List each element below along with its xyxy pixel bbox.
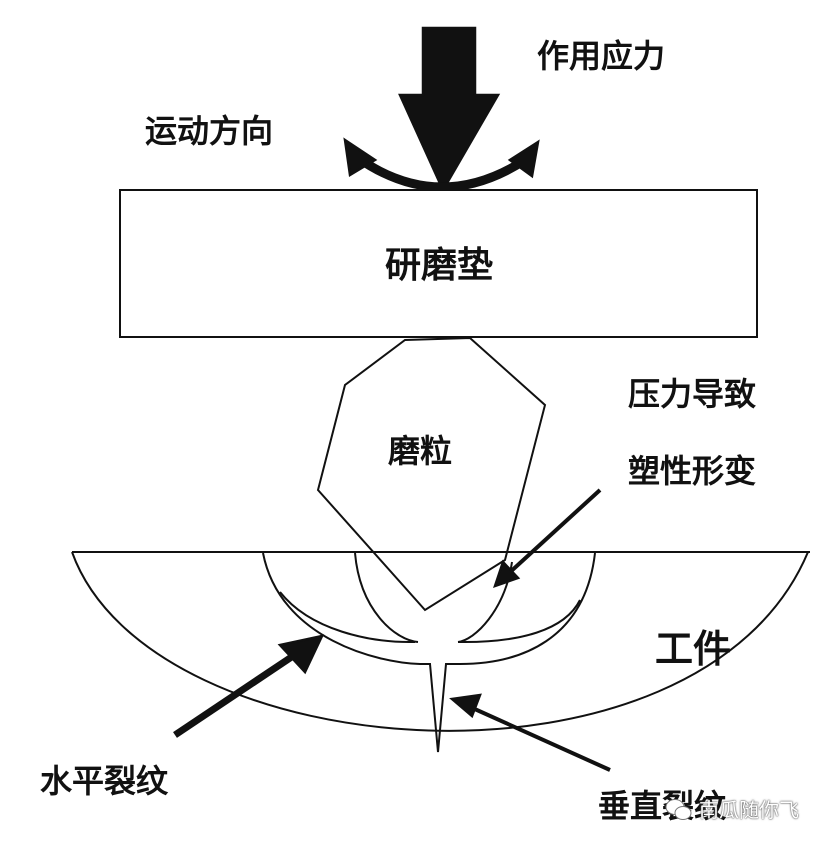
polishing-pad [119,189,758,338]
vertical-crack-arrowhead [449,693,482,719]
label-abrasive-grain: 磨粒 [388,432,453,470]
plastic-deformation-arrow [506,488,602,576]
label-plastic-deformation: 塑性形变 [628,452,757,490]
motion-arrowhead-left [343,137,378,178]
horizontal-crack-arrow [173,645,307,738]
label-workpiece: 工件 [655,627,732,671]
label-applied-stress: 作用应力 [537,37,666,75]
motion-arrowhead-right [507,139,540,179]
plastic-zone-outer [262,552,596,753]
applied-stress-arrow [398,26,501,193]
motion-direction-arrow [355,154,528,192]
label-vertical-crack: 垂直裂纹 [598,787,727,825]
label-pressure-induced: 压力导致 [628,375,757,413]
workpiece-body [71,551,809,732]
label-horizontal-crack: 水平裂纹 [40,762,169,800]
abrasive-grain [316,336,547,612]
label-motion-direction: 运动方向 [145,112,274,150]
vertical-crack-arrow [467,704,611,772]
horizontal-crack-arrowhead [277,634,325,675]
plastic-deformation-arrowhead [493,559,521,589]
watermark-text: 南瓜随你飞 [699,798,799,822]
label-polishing-pad: 研磨垫 [385,245,494,286]
wechat-icon [665,798,692,820]
horizontal-crack-lower [279,591,581,644]
